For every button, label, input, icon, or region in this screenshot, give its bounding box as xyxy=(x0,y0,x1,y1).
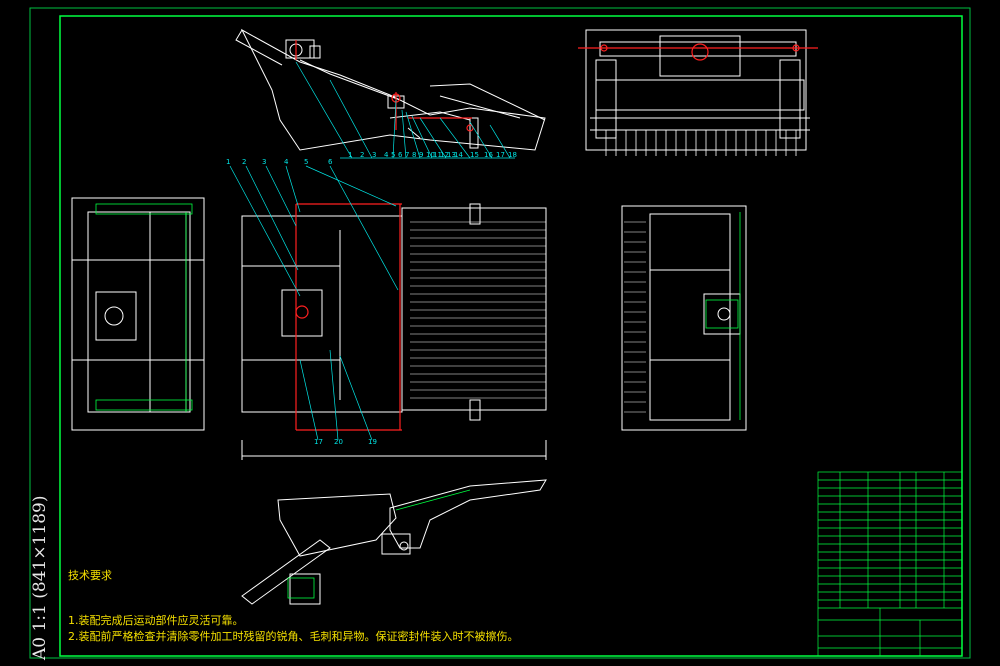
bottom-view-accent xyxy=(287,489,471,599)
outer-frame xyxy=(29,7,971,659)
tech-requirements-title: 技术要求 xyxy=(68,569,112,582)
plan-view xyxy=(241,203,547,460)
top-view-leaders xyxy=(295,61,515,159)
right-view-comb xyxy=(624,221,646,413)
side-view-bottom xyxy=(241,479,547,605)
left-view xyxy=(71,197,205,431)
side-view-top xyxy=(235,28,546,151)
plan-view-accent xyxy=(295,203,402,431)
plan-view-slats xyxy=(410,221,546,399)
right-view-accent xyxy=(705,212,741,420)
inner-frame xyxy=(59,15,963,657)
tech-note-2: 2.装配前严格检查并清除零件加工时残留的锐角、毛刺和异物。保证密封件装入时不被擦… xyxy=(68,630,519,643)
front-view-comb xyxy=(605,130,797,156)
left-view-accent xyxy=(95,203,193,412)
parts-list xyxy=(817,471,963,657)
tech-note-1: 1.装配完成后运动部件应灵活可靠。 xyxy=(68,614,244,627)
plan-view-leaders xyxy=(229,165,399,441)
sheet-size-label: A0 1:1 (841×1189) xyxy=(30,495,50,660)
front-view-accent xyxy=(578,43,818,61)
right-view xyxy=(621,205,747,431)
